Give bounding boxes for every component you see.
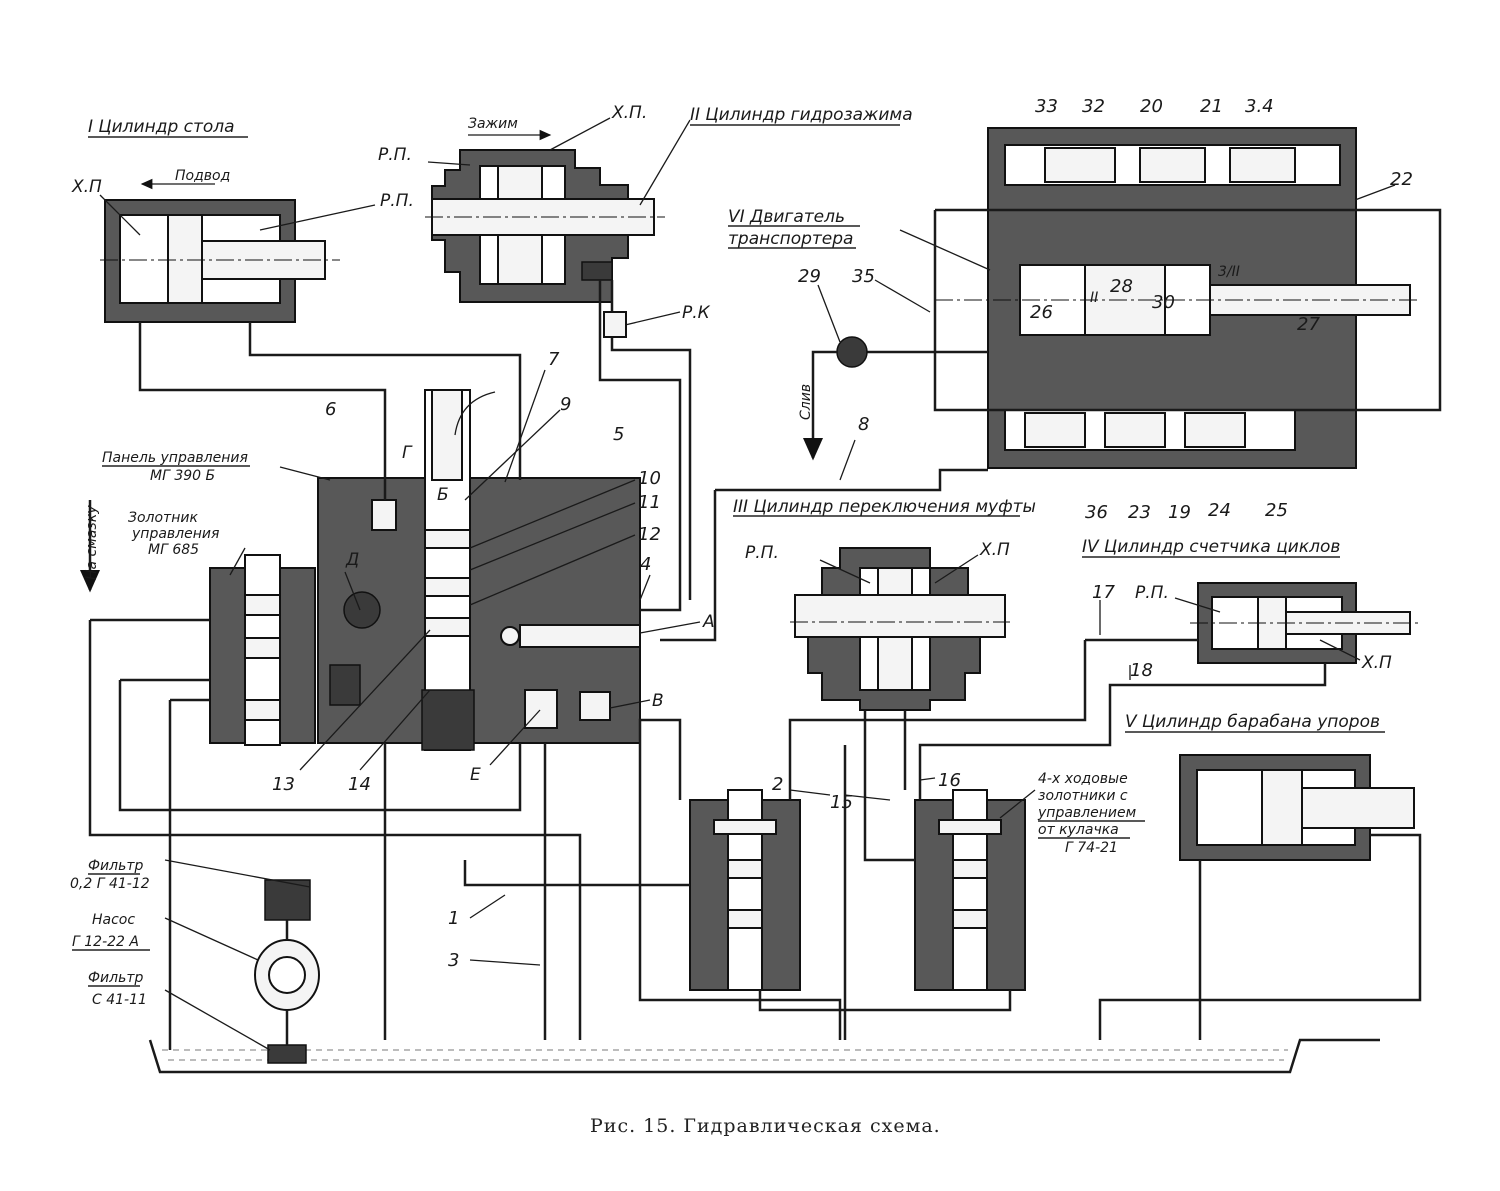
conveyor-roman-3: 3/II <box>1218 264 1240 280</box>
titles: I Цилиндр стола Подвод Х.П Р.П. Зажим Х.… <box>70 103 1392 1008</box>
coupling-right-port: Х.П <box>979 540 1010 560</box>
filter2-code: С 41-11 <box>92 992 147 1008</box>
mark-1: 1 <box>448 908 459 929</box>
mark-28: 28 <box>1110 276 1133 297</box>
letter-d: Д <box>345 550 359 570</box>
table-cylinder-title: I Цилиндр стола <box>88 117 235 137</box>
clamp-top-port: Х.П. <box>611 103 647 123</box>
four-way-line2: золотники с <box>1038 788 1128 804</box>
mark-15: 15 <box>830 792 853 813</box>
control-panel-line1: Панель управления <box>102 450 248 466</box>
mark-7: 7 <box>548 349 560 370</box>
letter-a: А <box>702 612 715 632</box>
mark-16: 16 <box>938 770 961 791</box>
mark-36: 36 <box>1085 502 1108 523</box>
four-way-line4: от кулачка <box>1038 822 1119 838</box>
control-valve-line3: МГ 685 <box>148 542 199 558</box>
mark-14: 14 <box>348 774 371 795</box>
mark-22: 22 <box>1390 169 1413 190</box>
letter-v: В <box>652 691 664 711</box>
coupling-cylinder <box>790 547 1010 711</box>
letter-marks: Г Д Б А В Е <box>345 443 715 785</box>
mark-24: 24 <box>1208 500 1231 521</box>
letter-g: Г <box>402 443 413 463</box>
oil-tank <box>148 1038 1380 1074</box>
mark-9: 9 <box>560 394 571 415</box>
mark-18: 18 <box>1130 660 1153 681</box>
conveyor-motor-block <box>935 127 1420 469</box>
clamp-left-port: Р.П. <box>378 145 412 165</box>
mark-8: 8 <box>858 414 869 435</box>
letter-b: Б <box>437 485 449 505</box>
table-left-port: Х.П <box>71 177 102 197</box>
clamp-cylinder-title: II Цилиндр гидрозажима <box>690 105 913 125</box>
mark-20: 20 <box>1140 96 1163 117</box>
control-panel-block <box>317 389 641 751</box>
mark-5: 5 <box>613 424 624 445</box>
mark-21: 21 <box>1200 96 1223 117</box>
mark-6: 6 <box>325 399 336 420</box>
filter1-label: Фильтр <box>88 858 144 874</box>
mark-13: 13 <box>272 774 295 795</box>
mark-29: 29 <box>798 266 821 287</box>
mark-19: 19 <box>1168 502 1191 523</box>
mark-2: 2 <box>772 774 783 795</box>
mark-4: 4 <box>640 554 651 575</box>
table-cylinder <box>100 199 340 323</box>
pump-code: Г 12-22 А <box>72 934 139 950</box>
mark-17: 17 <box>1092 582 1115 603</box>
control-valve-line1: Золотник <box>128 510 198 526</box>
mark-23: 23 <box>1128 502 1151 523</box>
pressure-relay-label: Р.К <box>682 303 711 323</box>
pressure-relay <box>603 311 627 338</box>
four-way-line5: Г 74-21 <box>1065 840 1118 856</box>
conveyor-roman-2: II <box>1090 290 1098 306</box>
filter1-code: 0,2 Г 41-12 <box>70 876 150 892</box>
mark-30: 30 <box>1152 292 1175 313</box>
clamp-cylinder <box>425 149 665 303</box>
four-way-valve-left <box>689 789 801 991</box>
four-way-line1: 4-х ходовые <box>1038 771 1128 787</box>
pump-label: Насос <box>92 912 135 928</box>
mark-3: 3 <box>448 950 459 971</box>
control-panel-line2: МГ 390 Б <box>150 468 215 484</box>
drum-cylinder <box>1179 754 1415 861</box>
mark-12: 12 <box>638 524 661 545</box>
lubrication-label: На смазку <box>84 505 100 580</box>
conveyor-motor-title-2: транспортера <box>728 229 853 249</box>
counter-cylinder-title: IV Цилиндр счетчика циклов <box>1082 537 1340 557</box>
number-marks: 1 2 3 4 5 6 7 8 9 10 11 12 13 14 15 16 1… <box>272 96 1413 971</box>
mark-11: 11 <box>638 492 661 513</box>
mark-27: 27 <box>1297 314 1320 335</box>
control-valve-line2: управления <box>131 526 219 542</box>
counter-cylinder <box>1190 582 1420 664</box>
coupling-cylinder-title: III Цилиндр переключения муфты <box>733 497 1036 517</box>
figure-caption: Рис. 15. Гидравлическая схема. <box>590 1115 941 1137</box>
four-way-line3: управлением <box>1037 805 1137 821</box>
mark-34: 3.4 <box>1245 96 1274 117</box>
letter-e: Е <box>470 765 481 785</box>
pipelines <box>80 208 1442 1050</box>
leader-lines <box>99 117 1396 1051</box>
mark-25: 25 <box>1265 500 1288 521</box>
four-way-valve-right <box>914 789 1026 991</box>
mark-10: 10 <box>638 468 661 489</box>
mark-32: 32 <box>1082 96 1105 117</box>
drain-label: Слив <box>798 384 814 420</box>
mark-35: 35 <box>852 266 875 287</box>
coupling-left-port: Р.П. <box>745 543 779 563</box>
filter2-label: Фильтр <box>88 970 144 986</box>
counter-left-port: Р.П. <box>1135 583 1169 603</box>
drum-cylinder-title: V Цилиндр барабана упоров <box>1125 712 1380 732</box>
mark-26: 26 <box>1030 302 1053 323</box>
control-valve-block <box>209 554 316 746</box>
pump-unit <box>254 879 320 1064</box>
counter-right-port: Х.П <box>1361 653 1392 673</box>
table-motion-label: Подвод <box>175 168 230 184</box>
mark-33: 33 <box>1035 96 1058 117</box>
conveyor-motor-title-1: VI Двигатель <box>728 207 845 227</box>
clamp-motion-label: Зажим <box>468 116 518 132</box>
table-right-port: Р.П. <box>380 191 414 211</box>
